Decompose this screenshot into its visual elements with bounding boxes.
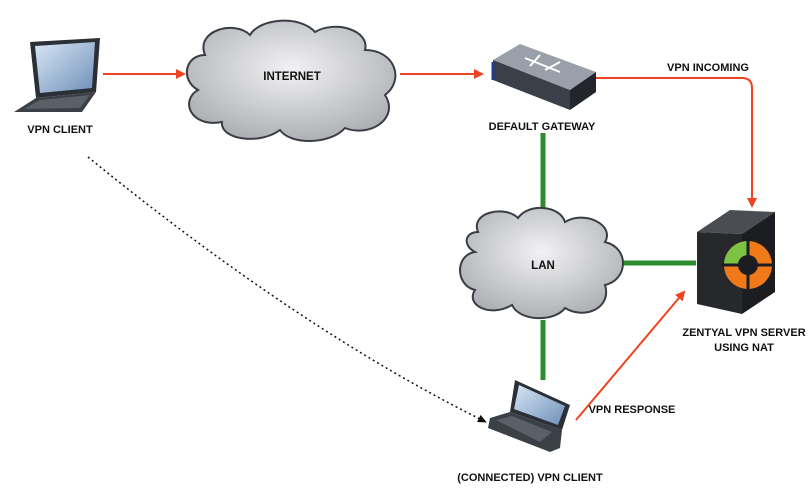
vpn-client-label: VPN CLIENT — [27, 124, 93, 136]
vpn-response-arrow — [575, 290, 686, 421]
internet-label: INTERNET — [263, 71, 321, 83]
vpn-response-label: VPN RESPONSE — [589, 404, 676, 416]
server-label-line2: USING NAT — [714, 342, 774, 354]
vpn-incoming-label: VPN INCOMING — [667, 62, 749, 74]
connected-vpn-client-laptop-icon — [488, 380, 570, 452]
connected-vpn-client-label: (CONNECTED) VPN CLIENT — [457, 472, 603, 484]
zentyal-server-icon — [697, 210, 775, 314]
lan-cloud-icon — [459, 206, 624, 320]
client-migration-dotted-arrow — [87, 156, 487, 423]
lan-label: LAN — [531, 260, 555, 272]
server-label-line1: ZENTYAL VPN SERVER — [682, 327, 805, 339]
internet-cloud-icon — [185, 19, 397, 142]
gateway-switch-icon — [491, 44, 596, 110]
default-gateway-label: DEFAULT GATEWAY — [489, 121, 596, 133]
vpn-client-laptop-icon — [14, 38, 100, 112]
vpn-incoming-arrow — [595, 77, 757, 208]
